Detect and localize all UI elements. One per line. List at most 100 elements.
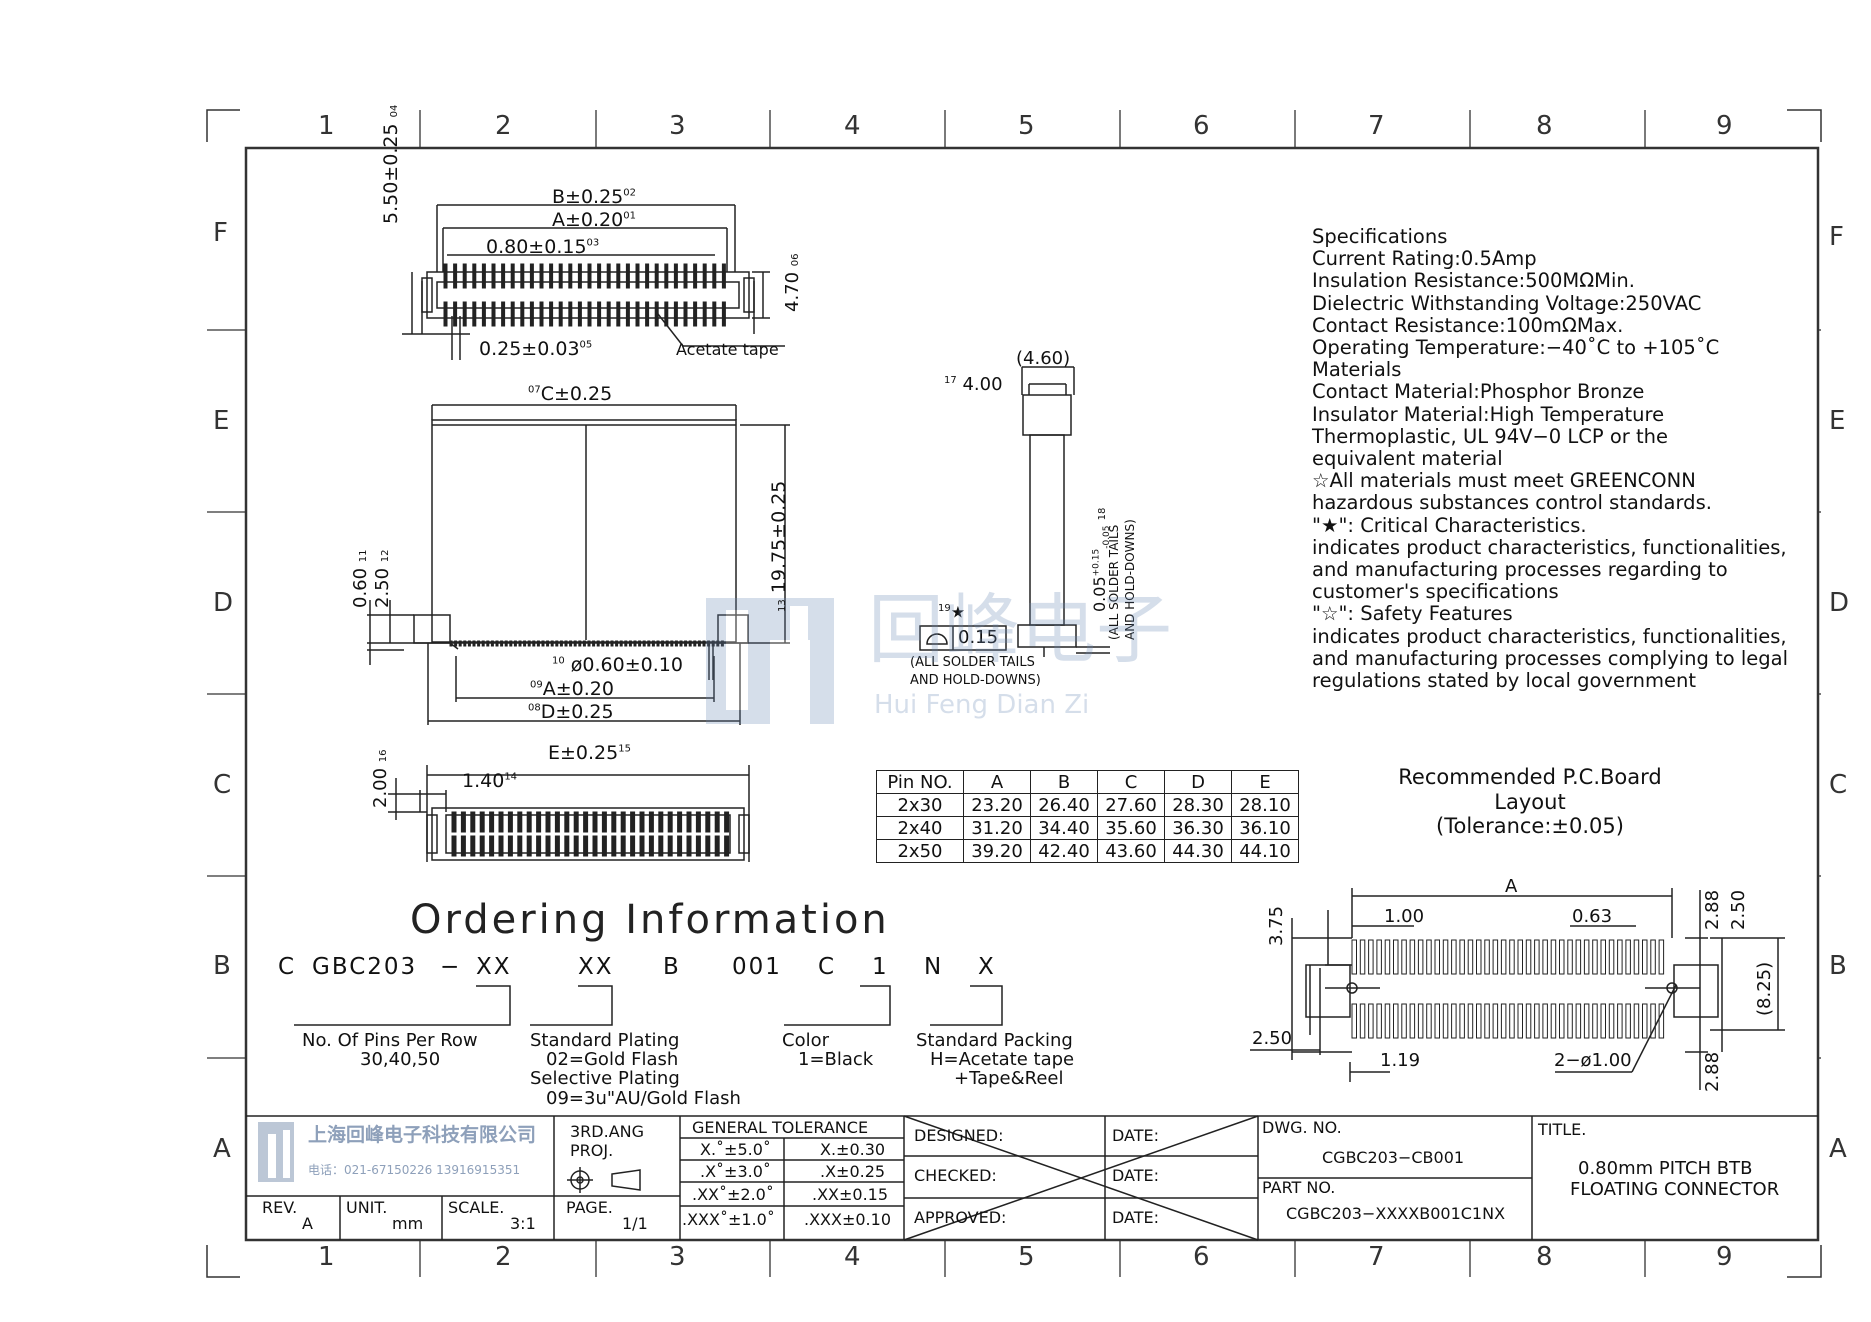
contact-pin [686, 835, 692, 857]
contact-pin [620, 811, 626, 833]
contact-pin [688, 640, 692, 647]
contact-pin [523, 640, 527, 647]
contact-pin [451, 811, 457, 833]
pcb-dim-a: A [1505, 876, 1518, 897]
pcb-pad [1434, 939, 1440, 975]
pcb-pad [1517, 1003, 1523, 1039]
zone-row-c-left: C [213, 770, 232, 800]
contact-pin [592, 640, 596, 647]
contact-pin [667, 835, 673, 857]
pcb-pad [1442, 1003, 1449, 1039]
top-pitch-dim: 0.80±0.1503 [486, 236, 600, 258]
contact-pin [477, 640, 481, 647]
contact-pin [606, 301, 611, 327]
contact-pin [648, 835, 654, 857]
zone-row-d-left: D [213, 588, 234, 618]
ordering-plating-line4: 09=3u"AU/Gold Flash [546, 1088, 741, 1109]
pcb-pad [1409, 1003, 1416, 1039]
contact-pin [628, 640, 632, 647]
contact-pin [470, 835, 476, 857]
watermark-pinyin: Hui Feng Dian Zi [874, 690, 1090, 720]
side-view [919, 366, 1110, 657]
contact-pin [504, 640, 508, 647]
contact-pin [673, 263, 678, 289]
drawing-title-line1: 0.80mm PITCH BTB [1578, 1158, 1753, 1179]
spec-line: indicates product characteristics, funct… [1312, 535, 1787, 559]
ordering-packing-line1: Standard Packing [916, 1030, 1073, 1051]
ordering-packing-line2: H=Acetate tape [930, 1049, 1075, 1070]
contact-pin [714, 835, 720, 857]
contact-pin [616, 263, 621, 289]
drawing-number-value: CGBC203−CB001 [1322, 1148, 1465, 1167]
contact-pin [520, 263, 525, 289]
contact-pin [545, 811, 551, 833]
tolerance-linear-3: .XXX±0.10 [804, 1210, 891, 1229]
pcb-pad [1575, 939, 1582, 975]
tolerance-angle-2: .XX˚±2.0˚ [692, 1185, 774, 1204]
contact-pin [510, 263, 515, 289]
table-cell: 2x50 [876, 839, 964, 863]
table-cell: 44.10 [1231, 839, 1299, 863]
table-cell: 28.30 [1164, 793, 1232, 817]
contact-pin [583, 835, 589, 857]
contact-pin [558, 301, 563, 327]
contact-pin [654, 263, 659, 289]
ordering-code-pins: XX [476, 954, 512, 980]
contact-pin [453, 301, 458, 327]
table-header-row: Pin NO. A B C D E [876, 770, 1299, 794]
zone-row-a-left: A [213, 1134, 231, 1164]
contact-pin [479, 811, 485, 833]
bottom-view [388, 765, 750, 862]
designed-date-label: DATE: [1112, 1126, 1160, 1145]
pcb-dim-250-left: 2.50 [1252, 1028, 1293, 1049]
contact-pin [592, 811, 598, 833]
pcb-pad [1642, 939, 1648, 975]
contact-pin [587, 301, 592, 327]
contact-pin [658, 811, 664, 833]
ordering-title: Ordering Information [410, 897, 890, 943]
pcb-pad [1492, 939, 1499, 975]
contact-pin [510, 301, 515, 327]
company-logo [258, 1122, 294, 1182]
pcb-pad [1459, 1003, 1465, 1039]
tolerance-linear-1: .X±0.25 [820, 1162, 886, 1181]
spec-line: Contact Material:Phosphor Bronze [1312, 380, 1645, 404]
pcb-pad [1409, 939, 1416, 975]
pcb-pad [1567, 1003, 1573, 1039]
pcb-pad [1484, 939, 1490, 975]
top-a-dim: A±0.2001 [552, 209, 636, 231]
ordering-code-series: GBC203 [312, 954, 418, 980]
ordering-color-line1: Color [782, 1030, 829, 1051]
zone-row-a-right: A [1829, 1134, 1847, 1164]
contact-pin [714, 811, 720, 833]
drawing-number-label: DWG. NO. [1262, 1118, 1342, 1137]
contact-pin [702, 640, 706, 647]
front-pin-dia: 10 ø0.60±0.10 [552, 654, 683, 676]
front-a-dim: 09A±0.20 [530, 678, 614, 700]
ordering-code-plating: XX [578, 954, 614, 980]
table-row: 2x30 23.20 26.40 27.60 28.30 28.10 [876, 793, 1299, 817]
contact-pin [507, 835, 513, 857]
contact-pin [495, 640, 499, 647]
ordering-code-c: C [278, 954, 297, 980]
side-coplanarity-ref: 19★ [938, 602, 966, 622]
contact-pin [451, 835, 457, 857]
pcb-title-line2: Layout [1494, 789, 1566, 814]
contact-pin [526, 835, 532, 857]
table-header-cell: E [1231, 770, 1299, 794]
contact-pin [554, 835, 560, 857]
front-dim-060: 0.60 11 [350, 549, 371, 608]
zone-col-2-top: 2 [495, 111, 512, 141]
table-cell: 43.60 [1097, 839, 1165, 863]
contact-pin [624, 640, 628, 647]
pcb-pad [1617, 1003, 1623, 1039]
sheet-corner-marks [206, 109, 1822, 1278]
contact-pin [513, 640, 517, 647]
contact-pin [639, 811, 645, 833]
pcb-pad [1500, 939, 1507, 975]
contact-pin [625, 301, 630, 327]
checked-date-label: DATE: [1112, 1166, 1160, 1185]
contact-pin [541, 640, 545, 647]
contact-pin [695, 835, 701, 857]
contact-pin [619, 640, 623, 647]
